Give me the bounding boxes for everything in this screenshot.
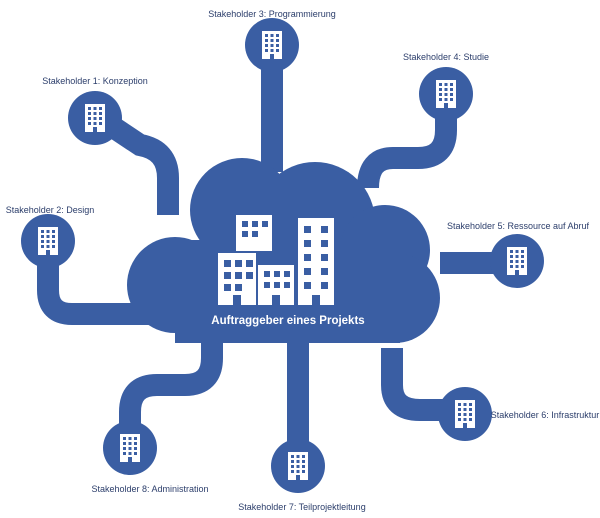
office-building-icon	[120, 434, 140, 462]
stakeholder-node-1: Stakeholder 1: Konzeption	[42, 76, 148, 145]
stakeholder-node-7: Stakeholder 7: Teilprojektleitung	[238, 439, 366, 512]
office-building-icon	[507, 247, 527, 275]
stakeholder-label-5: Stakeholder 5: Ressource auf Abruf	[447, 221, 590, 231]
stakeholder-node-8: Stakeholder 8: Administration	[91, 421, 209, 494]
center-label: Auftraggeber eines Projekts	[211, 315, 364, 327]
stakeholder-label-8: Stakeholder 8: Administration	[91, 484, 208, 494]
office-building-icon	[38, 227, 58, 255]
stakeholder-node-6: Stakeholder 6: Infrastruktur	[438, 387, 599, 441]
stakeholder-label-1: Stakeholder 1: Konzeption	[42, 76, 148, 86]
central-buildings-icon	[218, 215, 334, 305]
connector-8	[119, 340, 223, 448]
stakeholder-node-2: Stakeholder 2: Design	[6, 205, 95, 268]
office-building-icon	[288, 452, 308, 480]
office-building-icon	[455, 400, 475, 428]
stakeholder-label-6: Stakeholder 6: Infrastruktur	[491, 410, 600, 420]
connector-6	[381, 348, 462, 421]
office-building-icon	[85, 104, 105, 132]
office-building-icon	[436, 80, 456, 108]
stakeholder-node-3: Stakeholder 3: Programmierung	[208, 9, 336, 72]
connector-2	[37, 245, 155, 325]
stakeholder-label-7: Stakeholder 7: Teilprojektleitung	[238, 502, 365, 512]
stakeholder-label-4: Stakeholder 4: Studie	[403, 52, 489, 62]
connector-4	[357, 92, 457, 189]
stakeholder-node-4: Stakeholder 4: Studie	[403, 52, 489, 121]
stakeholder-label-2: Stakeholder 2: Design	[6, 205, 95, 215]
stakeholder-label-3: Stakeholder 3: Programmierung	[208, 9, 336, 19]
stakeholder-node-5: Stakeholder 5: Ressource auf Abruf	[447, 221, 590, 288]
office-building-icon	[262, 31, 282, 59]
connector-1	[88, 105, 179, 215]
